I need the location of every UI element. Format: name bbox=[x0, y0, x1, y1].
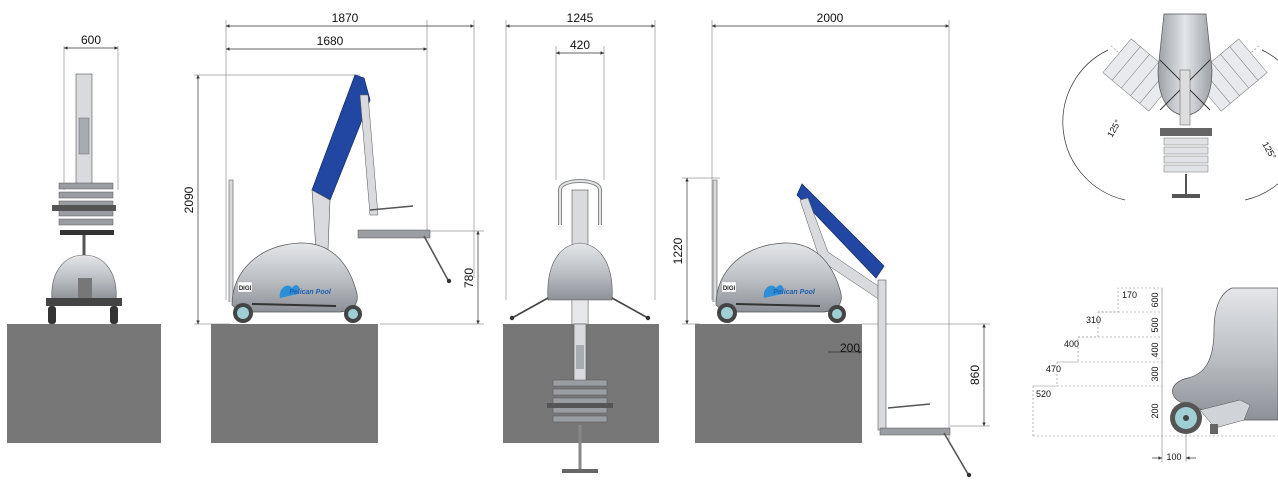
front-view: 600 bbox=[46, 33, 122, 324]
step-tread-5: 520 bbox=[1036, 389, 1051, 399]
step-wheel-offset-label: 100 bbox=[1166, 452, 1181, 462]
step-tread-1: 170 bbox=[1122, 290, 1137, 300]
step-riser-4: 300 bbox=[1150, 366, 1160, 381]
rear-view: 1245 420 bbox=[505, 11, 656, 473]
side-seat-height-label: 780 bbox=[462, 268, 476, 288]
lowered-overall-length-label: 2000 bbox=[817, 11, 844, 25]
side-reach-label: 1680 bbox=[317, 34, 344, 48]
side-overall-length-label: 1870 bbox=[332, 11, 359, 25]
lowered-depth-label: 860 bbox=[968, 365, 982, 385]
step-riser-5: 200 bbox=[1150, 403, 1160, 418]
lowered-edge-offset-label: 200 bbox=[840, 341, 860, 355]
rear-inner-width-label: 420 bbox=[570, 38, 590, 52]
step-riser-1: 600 bbox=[1150, 292, 1160, 307]
side-logo-product: Pelican Pool bbox=[289, 289, 332, 296]
pool-block-front bbox=[7, 324, 161, 443]
pool-block-side bbox=[211, 324, 378, 443]
step-riser-2: 500 bbox=[1150, 317, 1160, 332]
step-detail: 170 310 400 470 520 600 500 400 300 200 … bbox=[1032, 287, 1278, 462]
pelican-logo-icon-2 bbox=[763, 285, 784, 298]
side-lowered-view: 2000 1220 200 860 DIGI Pelican Pool bbox=[671, 11, 990, 478]
lowered-logo-product: Pelican Pool bbox=[773, 289, 816, 296]
top-angle-left-label: 125° bbox=[1105, 118, 1123, 139]
rear-width-label: 1245 bbox=[567, 11, 594, 25]
side-height-label: 2090 bbox=[182, 186, 196, 213]
side-logo-brand: DIGI bbox=[239, 286, 252, 292]
pelican-logo-icon bbox=[279, 285, 300, 298]
step-riser-3: 400 bbox=[1150, 342, 1160, 357]
step-tread-4: 470 bbox=[1046, 364, 1061, 374]
top-view: 125° 125° bbox=[1062, 13, 1278, 201]
lowered-logo-brand: DIGI bbox=[723, 286, 736, 292]
top-angle-right-label: 125° bbox=[1260, 140, 1278, 161]
front-width-label: 600 bbox=[81, 33, 101, 47]
pool-block-side-lowered bbox=[695, 324, 862, 443]
step-tread-2: 310 bbox=[1086, 315, 1101, 325]
side-view: 1870 1680 2090 780 DIGI Pelican Pool bbox=[182, 11, 484, 325]
lowered-height-label: 1220 bbox=[671, 237, 685, 264]
step-tread-3: 400 bbox=[1064, 339, 1079, 349]
